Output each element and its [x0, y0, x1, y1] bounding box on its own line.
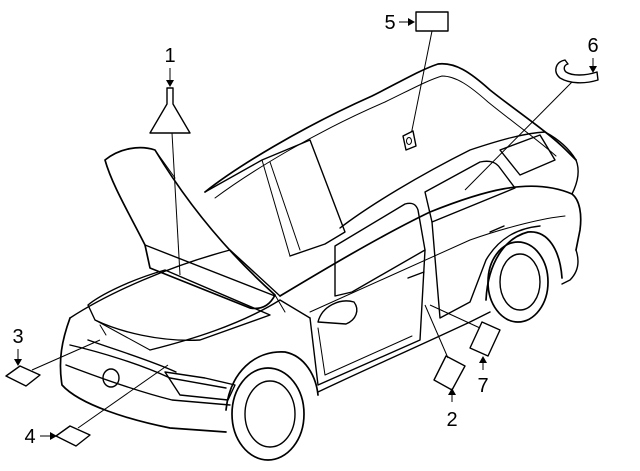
hood-label-icon [149, 87, 191, 134]
callout-7-arrowhead [479, 356, 487, 363]
callout-4-group: 4 [24, 364, 169, 448]
windshield [204, 139, 346, 257]
callout-1-arrowhead [166, 80, 174, 87]
callout-1-leader [171, 132, 181, 276]
roof-rail [339, 131, 546, 229]
callout-6-number: 6 [587, 35, 598, 57]
front-door-window [334, 202, 426, 297]
callout-7-leader [429, 304, 481, 329]
callout-7-group: 7 [429, 304, 501, 397]
callout-3-number: 3 [12, 326, 23, 348]
roof-outline [204, 62, 577, 193]
callout-5-leader [409, 30, 433, 141]
grille-upper [69, 344, 227, 389]
callout-5-group: 5 [384, 11, 449, 151]
rear-tire [487, 241, 549, 323]
side-mirror [317, 300, 358, 325]
rear-wheel-arch [485, 231, 563, 301]
engine-bay-inner [94, 319, 151, 351]
engine-bay [87, 269, 271, 341]
front-door-handle [407, 271, 425, 279]
callout-4-number: 4 [24, 426, 35, 448]
windshield-sticker-mark [406, 137, 412, 145]
front-emblem [102, 368, 120, 388]
open-hood [104, 146, 276, 310]
callout-5-arrowhead [408, 18, 415, 26]
callout-1-group: 1 [149, 45, 191, 276]
callout-6-leader [464, 81, 573, 191]
rear-pillar [544, 131, 579, 195]
door-sill-label-icon-2 [433, 355, 466, 391]
callout-2-leader [424, 304, 449, 359]
hood-inner-panel [144, 244, 276, 297]
callout-3-group: 3 [5, 326, 101, 387]
callout-7-number: 7 [477, 375, 488, 397]
callout-2-arrowhead [448, 388, 456, 395]
vehicle-drawing [59, 62, 582, 461]
callout-6-group: 6 [464, 35, 599, 191]
callout-6-arrowhead [589, 66, 597, 73]
rear-door-handle [489, 225, 505, 233]
hood-hinge [154, 149, 286, 313]
front-door [309, 249, 426, 386]
grille-lower [65, 364, 231, 406]
body-side-upper [279, 185, 582, 297]
door-sill-label-icon-7 [469, 321, 501, 357]
rear-door-window [424, 160, 516, 223]
callout-5-number: 5 [384, 12, 395, 34]
rear-rim [499, 253, 541, 311]
windshield-inner [261, 159, 301, 257]
callout-2-group: 2 [424, 304, 466, 431]
windshield-label-icon [415, 11, 449, 32]
callout-4-arrowhead [50, 432, 57, 440]
callout-4-leader [77, 364, 169, 429]
callout-1-number: 1 [164, 45, 175, 67]
front-label-icon [55, 425, 91, 447]
callout-3-leader [31, 339, 101, 371]
headlight [164, 371, 236, 401]
roof-inner [214, 75, 557, 199]
front-rim [244, 380, 296, 448]
rear-door [431, 221, 541, 319]
rear-quarter-window [499, 134, 556, 176]
windshield-sticker [402, 130, 417, 151]
callout-2-number: 2 [446, 409, 457, 431]
body-beltline [309, 215, 566, 313]
hood-line [69, 249, 281, 319]
rocker-panel [317, 311, 491, 393]
front-fender [149, 299, 311, 351]
rear-bumper [561, 249, 579, 285]
front-door-inner [317, 327, 413, 376]
front-tire [231, 367, 305, 461]
engine-bay-label-icon [5, 365, 41, 387]
callout-3-arrowhead [14, 359, 22, 366]
front-fascia [59, 317, 227, 433]
hood-front-edge [87, 339, 177, 373]
roof-label-icon [555, 59, 599, 84]
